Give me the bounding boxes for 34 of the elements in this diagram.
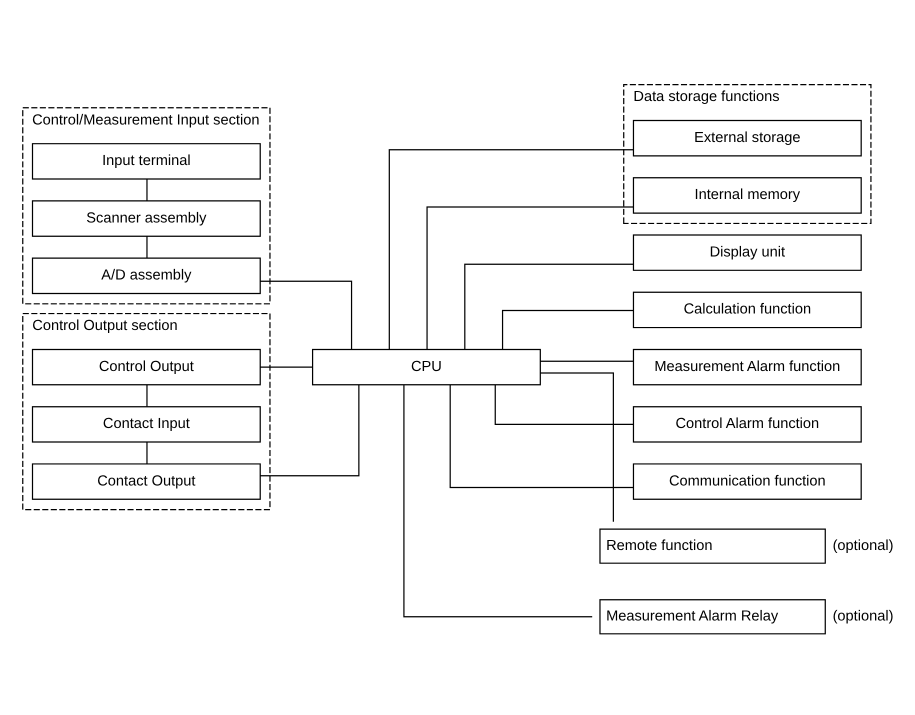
connector [494,384,634,424]
node-box: Contact Input [32,406,261,442]
node-box: Scanner assembly [32,200,261,236]
node-box: Contact Output [32,462,261,500]
node-box: External storage [632,119,862,156]
node-box: Display unit [632,234,862,270]
connector [403,384,592,617]
node-box: Internal memory [632,176,862,214]
node-box: Control Output [32,348,261,385]
connector [426,206,634,349]
connector [388,148,634,349]
connector [146,236,148,258]
connector [146,442,148,464]
connector [146,384,148,406]
node-box: A/D assembly [32,257,261,294]
node-box: Calculation function [632,291,862,328]
node-box: CPU [312,348,541,385]
connector [464,263,634,349]
node-box: Measurement Alarm Relay [599,598,826,634]
node-box: Communication function [632,462,862,500]
connector [260,280,352,349]
node-box: Measurement Alarm function [632,348,862,385]
node-label: (optional) [832,537,894,554]
connector [540,372,614,522]
connector [260,384,360,476]
connector [540,360,634,362]
node-label: (optional) [832,608,894,624]
connector [260,366,312,368]
node-box: Remote function [599,528,826,564]
connector [450,384,634,488]
node-box: Input terminal [32,142,261,180]
connector [146,178,148,200]
connector [502,309,634,349]
node-box: Control Alarm function [632,406,862,442]
